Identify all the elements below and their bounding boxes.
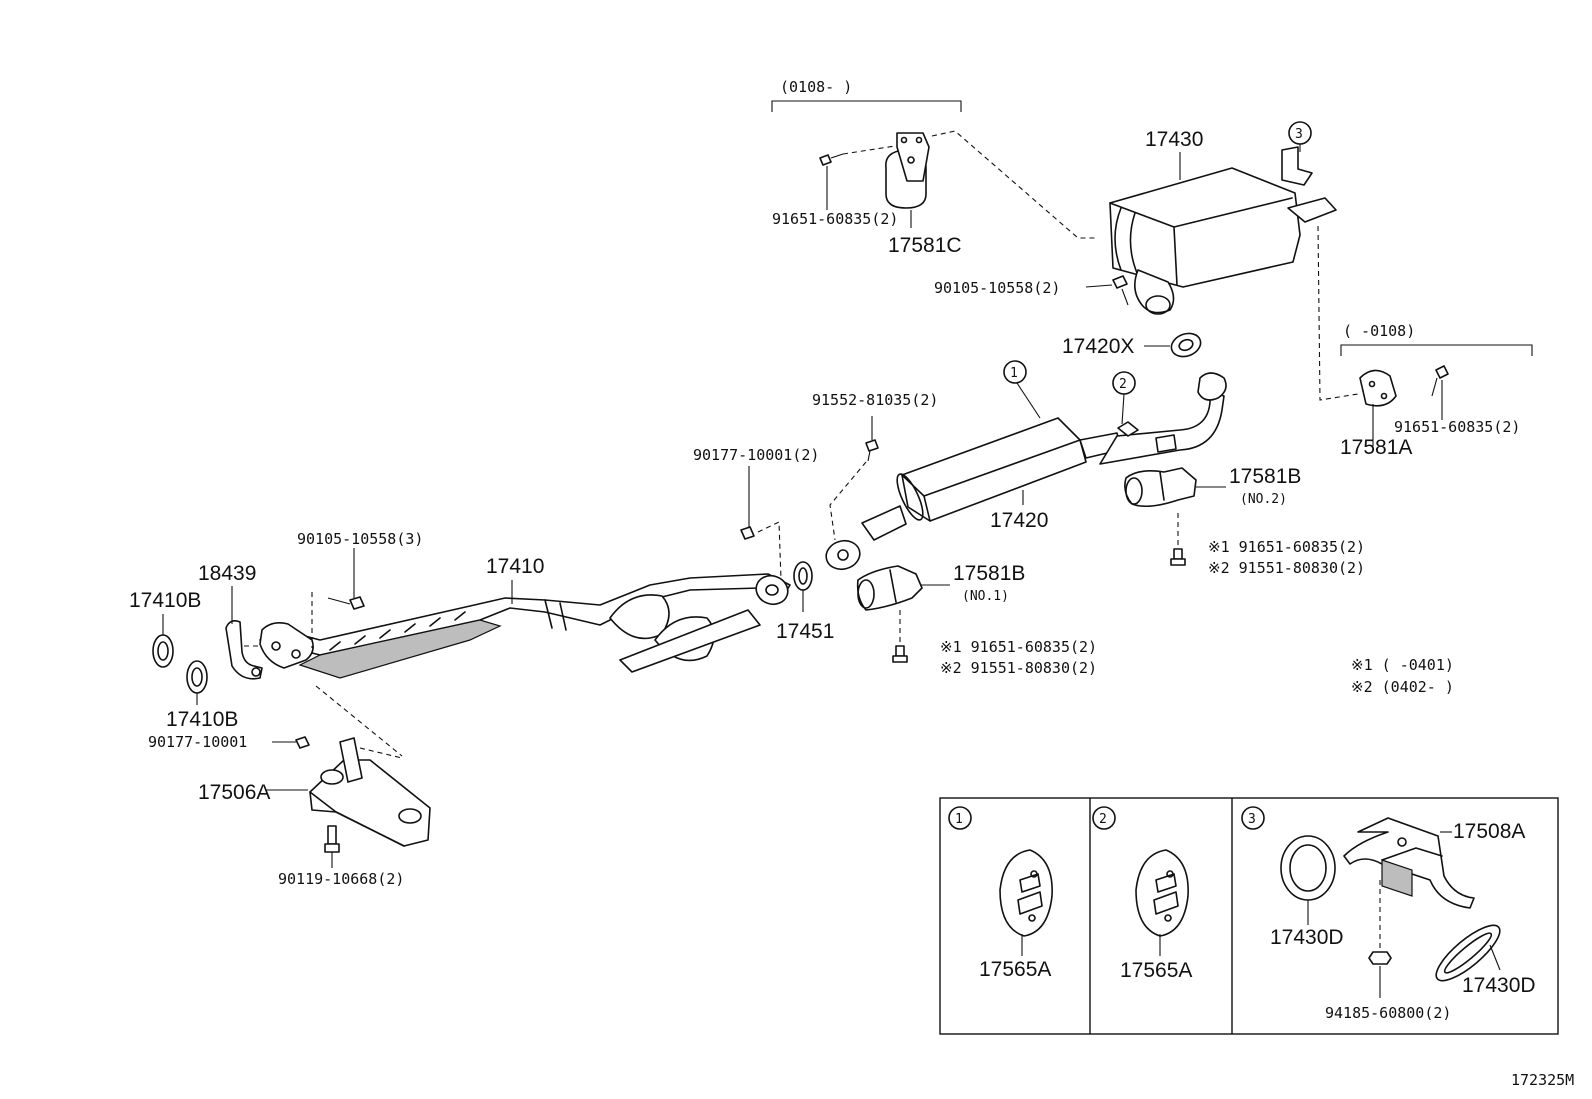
gasket-17410b-a[interactable] [152,614,174,668]
callout-1-text: 1 [1010,366,1018,381]
label-n2-mid: ※2 91551-80830(2) [940,659,1097,677]
gasket-17451[interactable] [793,561,813,612]
inset-2-label: 17565A [1120,959,1192,982]
gasket-18439[interactable] [225,586,263,680]
label-17581c: 17581C [888,234,962,257]
nut-94185 [1368,880,1392,998]
label-17508a: 17508A [1453,820,1525,843]
hanger-17581b-no2[interactable] [1124,467,1226,508]
label-17451: 17451 [776,620,834,643]
front-pipe-17410[interactable] [259,571,792,679]
bolt-90177-mid [740,466,782,581]
label-17430d-b: 17430D [1462,974,1536,997]
label-91651-right: 91651-60835(2) [1394,418,1520,436]
callout-2-text: 2 [1119,377,1127,392]
bolt-90177-left [272,736,310,749]
range-label-top: (0108- ) [780,78,852,96]
bolt-90105-left [311,548,365,648]
label-no2: (NO.2) [1240,492,1287,507]
range-label-right: ( -0108) [1343,322,1415,340]
hanger-17581c[interactable] [885,132,930,209]
inset-1-label: 17565A [979,958,1051,981]
label-91552: 91552-81035(2) [812,391,938,409]
callout-1: 1 [1003,360,1041,419]
label-17410: 17410 [486,555,544,578]
gasket-17430d-a[interactable] [1280,835,1336,901]
gasket-17430d-b[interactable] [1429,917,1507,988]
label-90105-left: 90105-10558(3) [297,530,423,548]
center-muffler-17420[interactable] [823,372,1227,573]
inset-3-number: 3 [1248,812,1256,827]
callout-3: 3 [1288,121,1312,152]
label-n1-right: ※1 91651-60835(2) [1208,538,1365,556]
label-17430d-a: 17430D [1270,926,1344,949]
label-90177-left: 90177-10001 [148,733,247,751]
note-2: ※2 (0402- ) [1351,678,1454,696]
label-17581a: 17581A [1340,436,1412,459]
label-17420: 17420 [990,509,1048,532]
bolt-91552 [829,416,879,541]
label-17581b-no2: 17581B [1229,465,1301,488]
callout-3-text: 3 [1295,127,1303,142]
label-17420x: 17420X [1062,335,1134,358]
gasket-17410b-b[interactable] [186,660,208,705]
label-17506a: 17506A [198,781,270,804]
range-bracket-top: (0108- ) [771,78,962,112]
bracket-17508a[interactable] [1343,817,1475,909]
callout-2: 2 [1112,371,1136,425]
label-90177-mid: 90177-10001(2) [693,446,819,464]
label-90105-top: 90105-10558(2) [934,279,1060,297]
label-94185: 94185-60800(2) [1325,1004,1451,1022]
bolt-91651-top [819,130,1098,239]
label-17410b-b: 17410B [166,708,238,731]
bolt-90119 [324,825,340,868]
hanger-17581b-no1[interactable] [856,565,950,611]
label-18439: 18439 [198,562,256,585]
inset-1: 1 17565A [948,806,1053,981]
tail-muffler-17430[interactable] [1109,146,1337,315]
label-no1: (NO.1) [962,589,1009,604]
bolt-17581b-no2 [1170,513,1186,566]
inset-3: 3 17430D 17508A 94185-60800(2) [1241,806,1536,1022]
label-n2-right: ※2 91551-80830(2) [1208,559,1365,577]
hanger-rubber-17565a-2[interactable] [1135,849,1189,937]
hanger-17581a[interactable] [1317,225,1397,446]
bolt-90105-top [1085,275,1129,306]
inset-2-number: 2 [1099,812,1107,827]
inset-1-number: 1 [955,812,963,827]
bolt-17581b-no1 [892,610,908,663]
label-n1-mid: ※1 91651-60835(2) [940,638,1097,656]
bracket-17506a[interactable] [266,685,431,847]
label-91651-top: 91651-60835(2) [772,210,898,228]
range-bracket-right: ( -0108) [1340,322,1533,356]
hanger-rubber-17565a-1[interactable] [999,849,1053,937]
label-17410b-a: 17410B [129,589,201,612]
inset-2: 2 17565A [1092,806,1192,982]
inset-panel: 1 17565A 2 17565A [939,797,1559,1035]
figure-number: 172325M [1511,1071,1574,1089]
bolt-91651-right [1431,365,1449,420]
label-17430: 17430 [1145,128,1203,151]
note-1: ※1 ( -0401) [1351,656,1454,674]
gasket-17420x[interactable] [1144,330,1204,361]
label-90119: 90119-10668(2) [278,870,404,888]
label-17581b-no1: 17581B [953,562,1025,585]
